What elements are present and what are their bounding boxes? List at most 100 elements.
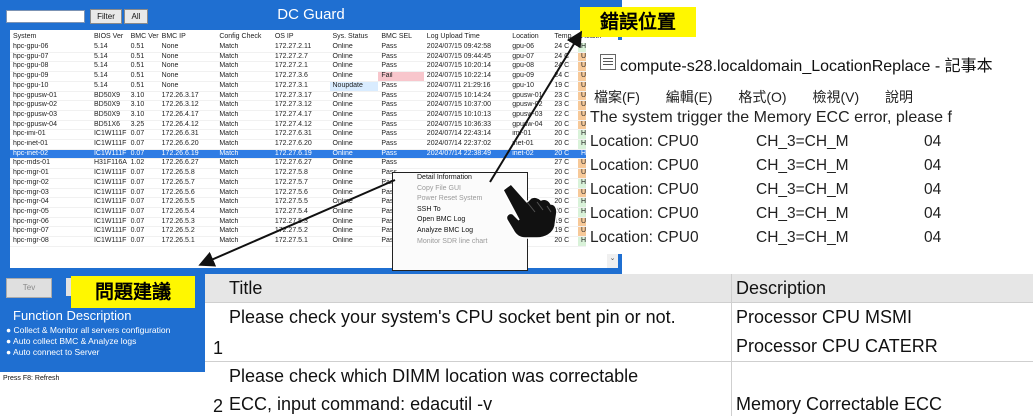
column-header[interactable]: BMC IP [158,30,217,43]
table-cell: 20 C [551,139,578,150]
filter-button[interactable]: Filter [90,9,122,24]
table-cell: Pass [378,129,424,141]
column-header[interactable]: Sys. Status [329,30,379,43]
menu-help[interactable]: 說明 [885,89,914,105]
table-cell: hpc-gpusw-02 [10,100,91,111]
table-cell: 2024/07/15 10:10:13 [423,110,510,121]
table-cell: 0.07 [127,139,159,150]
table-cell: 23 C [551,100,578,111]
table-cell: 2024/07/15 10:36:33 [423,120,510,131]
menu-edit[interactable]: 編輯(E) [665,89,713,105]
column-header[interactable]: System [10,30,91,43]
table-cell: 172.27.6.19 [271,149,330,160]
function-line: ● Auto connect to Server [6,347,100,357]
notepad-code-text: 04 [924,157,942,174]
table-cell: Online [329,168,379,179]
notepad-text-area[interactable]: The system trigger the Memory ECC error,… [586,109,1033,254]
table-cell: 20 C [551,236,578,247]
arrow-to-problem-suggestion [198,179,396,267]
table-cell: 19 C [551,226,578,238]
notepad-loc-text: Location: CPU0 [590,181,699,198]
menu-file[interactable]: 檔案(F) [594,89,640,105]
column-header[interactable]: BMC Ver [127,30,159,43]
table-cell: Online [329,91,379,102]
secondary-button[interactable] [66,278,74,296]
status-bar: Press F8: Refresh [0,372,205,386]
table-cell [509,188,552,199]
hand-pointer-icon [502,182,558,239]
table-cell: hpc-inet-01 [10,139,91,150]
table-cell: 172.27.5.7 [271,178,330,189]
table-cell: 172.26.5.2 [158,226,217,238]
table-cell: 172.27.5.3 [271,217,330,228]
table-cell: hpc-gpu-07 [10,52,91,63]
table-cell: 172.27.5.1 [271,236,330,247]
suggestion-table-header [205,274,1033,302]
column-header[interactable]: BIOS Ver [90,30,128,43]
table-cell: inet-01 [509,139,552,150]
all-button[interactable]: All [124,9,148,24]
table-cell: IC1W111F [90,207,128,218]
table-cell: 172.26.3.12 [158,100,217,111]
notepad-loc-text: Location: CPU0 [590,133,699,150]
context-menu-item[interactable]: SSH To [417,205,441,213]
column-header[interactable]: Log Upload Time [423,30,510,43]
row-number: 1 [213,338,224,358]
notepad-icon [600,54,616,70]
notepad-menu-bar: 檔案(F) 編輯(E) 格式(O) 檢視(V) 說明 [594,87,935,107]
notepad-code-text: 04 [924,181,942,198]
column-header[interactable]: OS IP [271,30,330,43]
table-cell: Match [216,71,272,82]
table-cell: 172.26.4.12 [158,120,217,131]
scroll-down-icon[interactable]: ⌄ [607,254,618,268]
search-input[interactable] [6,10,85,23]
menu-format[interactable]: 格式(O) [738,89,787,105]
table-cell: Online [329,110,379,121]
menu-view[interactable]: 檢視(V) [812,89,860,105]
notepad-loc-text: Location: CPU0 [590,205,699,222]
function-line: ● Collect & Monitor all servers configur… [6,325,171,335]
table-cell: hpc-gpu-09 [10,71,91,82]
table-cell: 2024/07/15 10:20:14 [423,61,510,73]
table-cell [509,236,552,247]
table-cell: Pass [378,43,424,53]
table-cell: hpc-gpu-06 [10,43,91,53]
table-cell: Online [329,139,379,150]
context-menu-item[interactable]: Open BMC Log [417,216,466,224]
notepad-window: compute-s28.localdomain_LocationReplace … [586,40,1033,254]
table-cell: 172.26.5.3 [158,217,217,228]
table-cell: Pass [378,81,424,92]
column-header[interactable]: BMC SEL [378,30,424,43]
table-cell: None [158,52,217,63]
table-cell: 172.27.3.12 [271,100,330,111]
column-header[interactable]: Location [509,30,552,43]
table-cell: IC1W111F [90,129,128,141]
app-title: DC Guard [277,6,345,23]
table-cell: Pass [378,52,424,63]
table-cell: hpc-mgr-07 [10,226,91,238]
tev-button[interactable]: Tev [6,278,52,298]
table-cell: Pass [378,149,424,160]
table-cell: Match [216,100,272,111]
table-cell: 2024/07/15 10:14:24 [423,91,510,102]
table-cell: Match [216,110,272,121]
table-cell: 0.07 [127,236,159,247]
table-cell: IC1W111F [90,217,128,228]
table-cell: Online [329,71,379,82]
table-cell: 172.27.4.17 [271,110,330,121]
column-header[interactable]: Config Check [216,30,272,43]
table-cell: Online [329,149,379,160]
table-cell: Match [216,178,272,189]
context-menu-item[interactable]: Analyze BMC Log [417,226,474,234]
table-cell: hpc-mgr-06 [10,217,91,228]
table-cell: Match [216,158,272,170]
table-cell: hpc-gpu-08 [10,61,91,73]
context-menu-item[interactable]: Detail Information [417,174,472,181]
table-cell: Online [329,61,379,73]
